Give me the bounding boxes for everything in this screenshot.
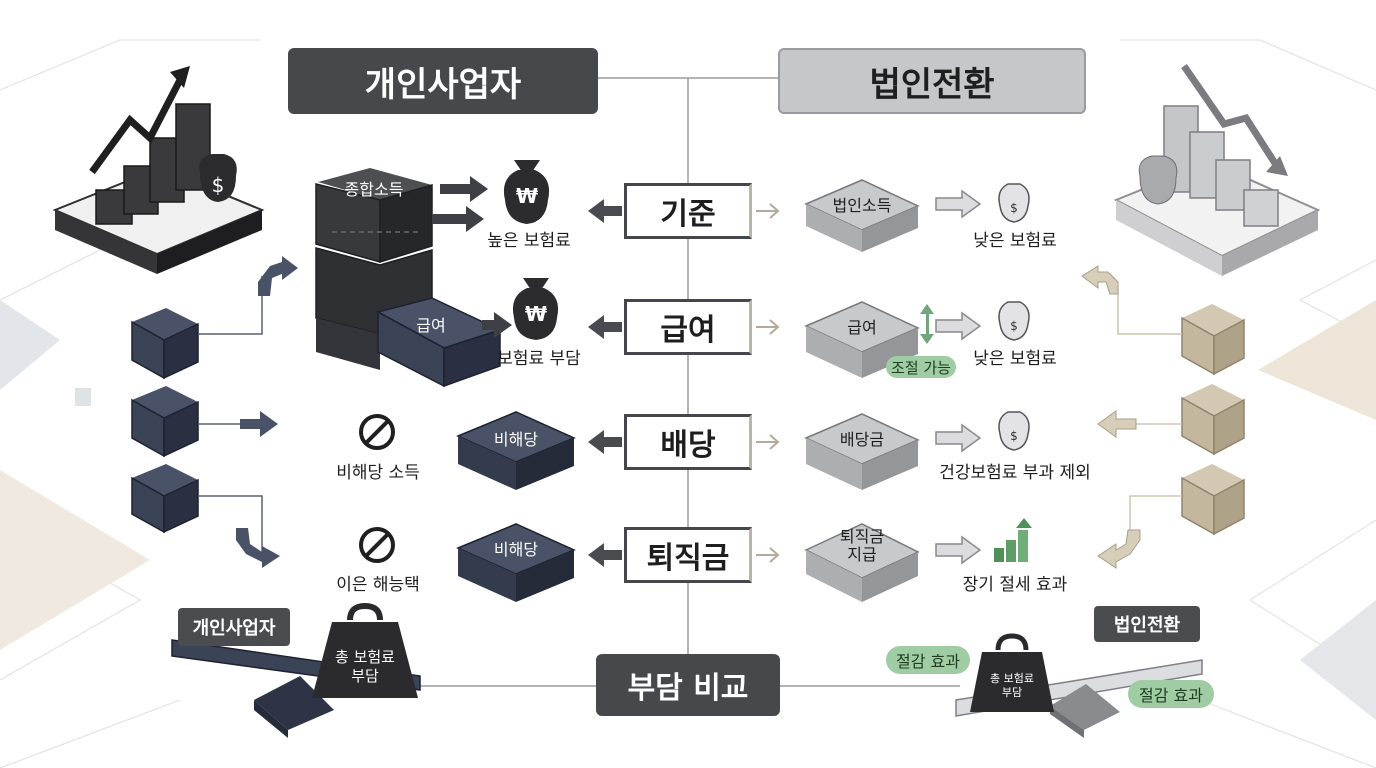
arrow-right-salary: [756, 319, 780, 335]
weight-icon-right: [970, 633, 1054, 712]
arrow-left-dividend: [588, 430, 622, 454]
header-corporate-conversion: 법인전환: [778, 48, 1086, 114]
tag-corporate-conversion: 법인전환: [1094, 606, 1200, 642]
label-salary-block-left: 급여: [416, 316, 446, 335]
label-retirement-block-left: 비해당: [493, 540, 539, 559]
label-dividend-block-right: 배당금: [839, 430, 885, 449]
arrow-left-gijun: [588, 199, 622, 223]
label-general-income: 종합소득: [344, 180, 404, 199]
curved-arrow-down-left: [236, 528, 280, 568]
curved-arrow-up-left: [258, 256, 298, 296]
decline-chart-icon: [1113, 64, 1321, 276]
svg-text:$: $: [212, 173, 225, 197]
arrow-income-to-high: [440, 176, 488, 202]
header-personal-business: 개인사업자: [288, 48, 598, 114]
gray-diamond-retirement: [804, 523, 920, 602]
label-health-premium-exempt: 건강보험료 부과 제외: [939, 463, 1091, 483]
label-salary-block-right: 급여: [847, 318, 877, 337]
arrow-right-exclude: [935, 423, 982, 453]
prohibit-icon-dividend: [359, 414, 395, 450]
money-bag-icon-low-1: $: [998, 183, 1030, 223]
gray-diamond-salary: [804, 301, 920, 378]
arrow-right-low-1: [935, 189, 982, 219]
navy-diamond-dividend: [456, 411, 576, 490]
label-low-premium-1: 낮은 보험료: [973, 231, 1057, 251]
svg-text:$: $: [1010, 201, 1018, 215]
money-symbol-burden: ₩: [524, 302, 548, 326]
money-symbol-high: ₩: [515, 184, 539, 208]
arrow-left-beige: [1097, 410, 1137, 438]
navy-cube-column: [131, 308, 199, 534]
arrow-right-gijun: [756, 203, 780, 219]
arrow-left-salary: [588, 315, 622, 339]
category-box-dividend: 배당: [624, 414, 752, 470]
curved-arrow-beige-up: [1081, 265, 1119, 295]
money-bag-icon-high: [503, 160, 550, 224]
bg-beige-shape-right: [1258, 300, 1376, 420]
arrow-right-dividend: [756, 434, 780, 450]
label-retirement-block-right: 퇴직금 지급: [839, 527, 885, 564]
svg-text:$: $: [1010, 319, 1018, 333]
weight-icon-left: [312, 602, 418, 698]
label-low-premium-2: 낮은 보험료: [973, 349, 1057, 369]
label-premium-burden: 보험료 부담: [497, 349, 581, 369]
curved-arrow-beige-down: [1097, 529, 1141, 569]
growth-bars-icon: [994, 518, 1032, 562]
arrow-salary-to-burden: [482, 312, 512, 338]
label-total-burden-right: 총 보험료 부담: [990, 672, 1034, 699]
label-dividend-block-left: 비해당: [493, 430, 539, 449]
money-bag-icon-burden: [512, 278, 559, 340]
adjust-arrow-icon: [920, 304, 934, 344]
arrow-right-retirement: [756, 547, 780, 563]
bg-beige-triangle: [0, 470, 150, 650]
category-box-retirement: 퇴직금: [624, 527, 752, 583]
money-bag-icon-low-2: $: [998, 301, 1030, 341]
category-box-salary: 급여: [624, 299, 752, 355]
label-retirement-outcome: 이은 해능택: [336, 575, 420, 595]
burden-comparison-title: 부담 비교: [596, 654, 780, 716]
label-dividend-outcome: 비해당 소득: [336, 463, 420, 483]
bg-gray-square-left: [75, 388, 91, 406]
navy-diamond-retirement: [456, 523, 576, 602]
category-box-basis: 기준: [624, 183, 752, 239]
personal-income-stack: [315, 168, 503, 388]
tag-personal-business: 개인사업자: [178, 608, 290, 646]
badge-savings-2: 절감 효과: [1128, 680, 1214, 708]
badge-adjustable: 조절 가능: [886, 356, 956, 378]
label-long-term-tax-saving: 장기 절세 효과: [962, 575, 1068, 595]
arrow-right-dividend: [240, 411, 278, 437]
arrow-income-to-high-2: [432, 206, 484, 232]
bg-gray-shape-right: [1300, 600, 1376, 720]
arrow-left-retirement: [588, 543, 622, 567]
bg-gray-shape-left: [0, 300, 60, 390]
label-corp-income-block: 법인소득: [832, 196, 892, 215]
svg-text:$: $: [1010, 429, 1018, 443]
navy-connector-arrows: [198, 276, 270, 560]
arrow-right-low-2: [935, 311, 982, 341]
arrow-right-longterm: [935, 535, 982, 565]
growth-chart-icon: $: [52, 66, 265, 274]
badge-savings-1: 절감 효과: [886, 646, 970, 674]
prohibit-icon-retirement: [359, 527, 395, 563]
money-bag-icon-exclude: $: [998, 411, 1030, 451]
label-high-premium: 높은 보험료: [487, 231, 571, 251]
label-total-burden-left: 총 보험료 부담: [335, 648, 395, 685]
gray-diamond-dividend: [804, 413, 920, 490]
gray-diamond-corp-income: [804, 179, 920, 252]
beige-cube-column: [1181, 304, 1245, 536]
beige-connector-lines: [1110, 286, 1182, 540]
